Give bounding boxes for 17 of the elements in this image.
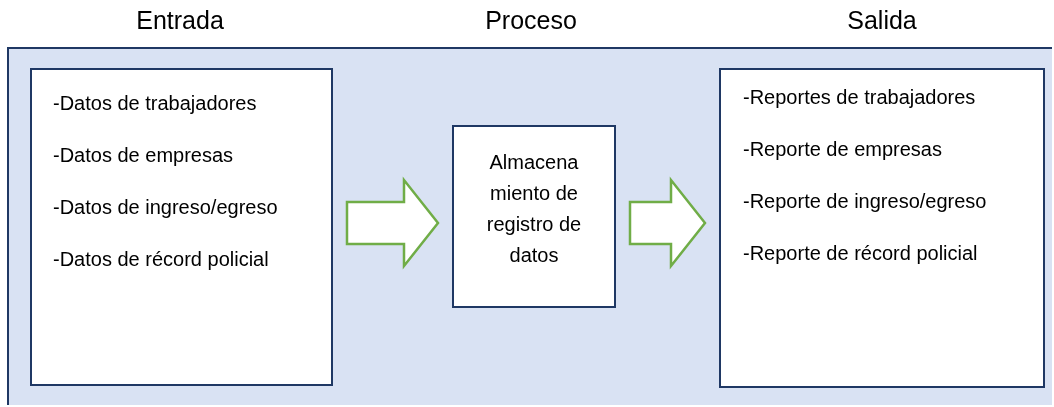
block-arrow xyxy=(628,176,707,270)
text-box xyxy=(452,125,616,308)
text-box xyxy=(719,68,1045,388)
text-box xyxy=(30,68,333,386)
block-arrow xyxy=(345,176,440,270)
list-item: -Reporte de récord policial xyxy=(743,241,979,266)
column-heading: Proceso xyxy=(485,6,577,35)
list-item: -Datos de trabajadores xyxy=(53,91,258,116)
list-item: Almacena miento de registro de datos xyxy=(485,150,583,268)
list-item: -Datos de ingreso/egreso xyxy=(53,195,279,220)
column-heading: Entrada xyxy=(136,6,224,35)
column-heading: Salida xyxy=(847,6,917,35)
list-item: -Reportes de trabajadores xyxy=(743,85,977,110)
list-item: -Datos de empresas xyxy=(53,143,235,168)
list-item: -Reporte de ingreso/egreso xyxy=(743,189,988,214)
list-item: -Datos de récord policial xyxy=(53,247,270,272)
list-item: -Reporte de empresas xyxy=(743,137,943,162)
